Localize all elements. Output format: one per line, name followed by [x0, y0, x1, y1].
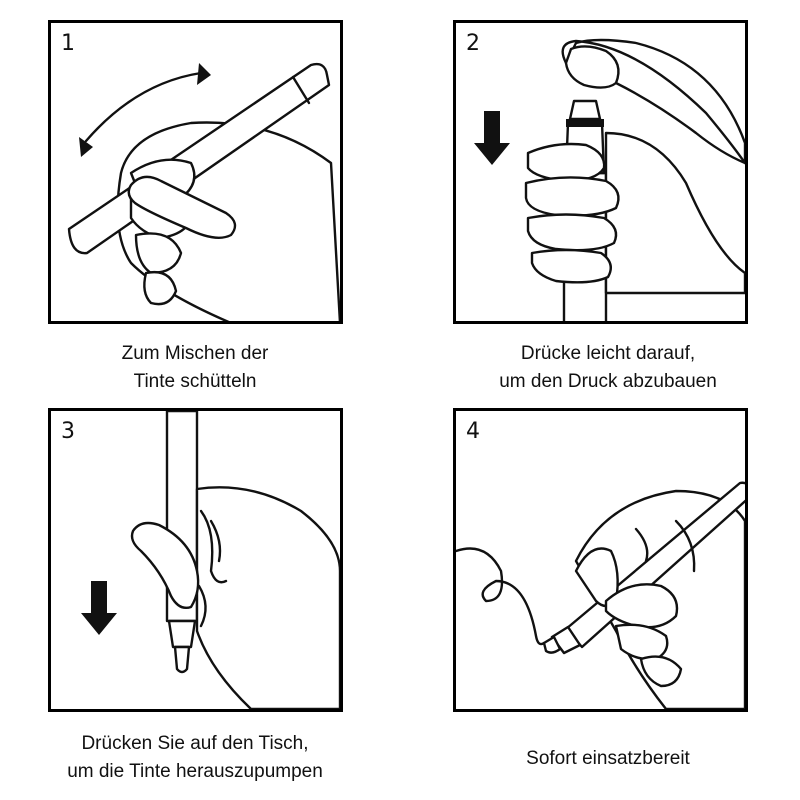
pump-on-table-illustration: [81, 411, 340, 709]
finger-line: [199, 509, 228, 584]
step-2-caption: Drücke leicht darauf, um den Druck abzub…: [428, 340, 788, 396]
finger-3: [526, 213, 618, 252]
step-4-caption: Sofort einsatzbereit: [428, 745, 788, 773]
writing-illustration: [456, 481, 745, 709]
ring-finger: [639, 655, 683, 688]
middle-finger: [614, 623, 669, 661]
step-number: 3: [61, 419, 75, 444]
caption-line: um die Tinte herauszupumpen: [67, 761, 323, 782]
thumb: [127, 175, 237, 239]
finger-bottom: [143, 270, 178, 306]
step-number: 2: [466, 31, 480, 56]
arrow-shaft: [484, 111, 500, 145]
finger-lower: [134, 232, 183, 275]
step-2-panel: 2: [453, 20, 748, 324]
press-tip-illustration: [474, 38, 745, 321]
pressing-finger: [564, 45, 620, 89]
pen-tip: [542, 635, 562, 654]
arrow-head-down: [474, 143, 510, 165]
caption-line: Tinte schütteln: [133, 371, 257, 392]
step-number: 1: [61, 31, 75, 56]
step-number: 4: [466, 419, 480, 444]
step-4-panel: 4: [453, 408, 748, 712]
upper-hand-shape: [561, 38, 745, 165]
arrow-head-left: [79, 137, 93, 157]
pen-tip: [173, 645, 191, 674]
knuckle-line: [674, 519, 696, 573]
thumb: [130, 521, 200, 610]
arrow-head-right: [197, 63, 211, 85]
pen-band: [566, 119, 604, 127]
arrow-head-down: [81, 613, 117, 635]
finger-1: [526, 142, 606, 183]
step-1-caption: Zum Mischen der Tinte schütteln: [15, 340, 375, 396]
ink-squiggle: [456, 547, 546, 646]
caption-line: Drücken Sie auf den Tisch,: [81, 733, 309, 754]
finger-4: [530, 248, 612, 284]
finger-2: [524, 176, 620, 217]
pen-cap-line: [291, 75, 311, 105]
step-1-panel: 1: [48, 20, 343, 324]
step-3-caption: Drücken Sie auf den Tisch, um die Tinte …: [15, 730, 375, 786]
caption-line: Sofort einsatzbereit: [526, 748, 690, 769]
fist-back: [604, 131, 745, 295]
hand-shape: [195, 486, 340, 709]
curved-arrow-line: [84, 71, 203, 143]
pen-cone: [568, 99, 602, 121]
thumb: [604, 583, 679, 629]
caption-line: Zum Mischen der: [121, 343, 269, 364]
index-finger: [574, 547, 619, 608]
pen-cone: [167, 619, 197, 649]
step-3-panel: 3: [48, 408, 343, 712]
knuckle-line: [634, 527, 649, 563]
upper-hand-edge: [614, 81, 745, 165]
arrow-shaft: [91, 581, 107, 615]
caption-line: um den Druck abzubauen: [499, 371, 717, 392]
palm-line: [197, 584, 207, 628]
finger-crease: [209, 519, 222, 563]
caption-line: Drücke leicht darauf,: [520, 343, 696, 364]
shake-pen-illustration: [67, 62, 340, 321]
